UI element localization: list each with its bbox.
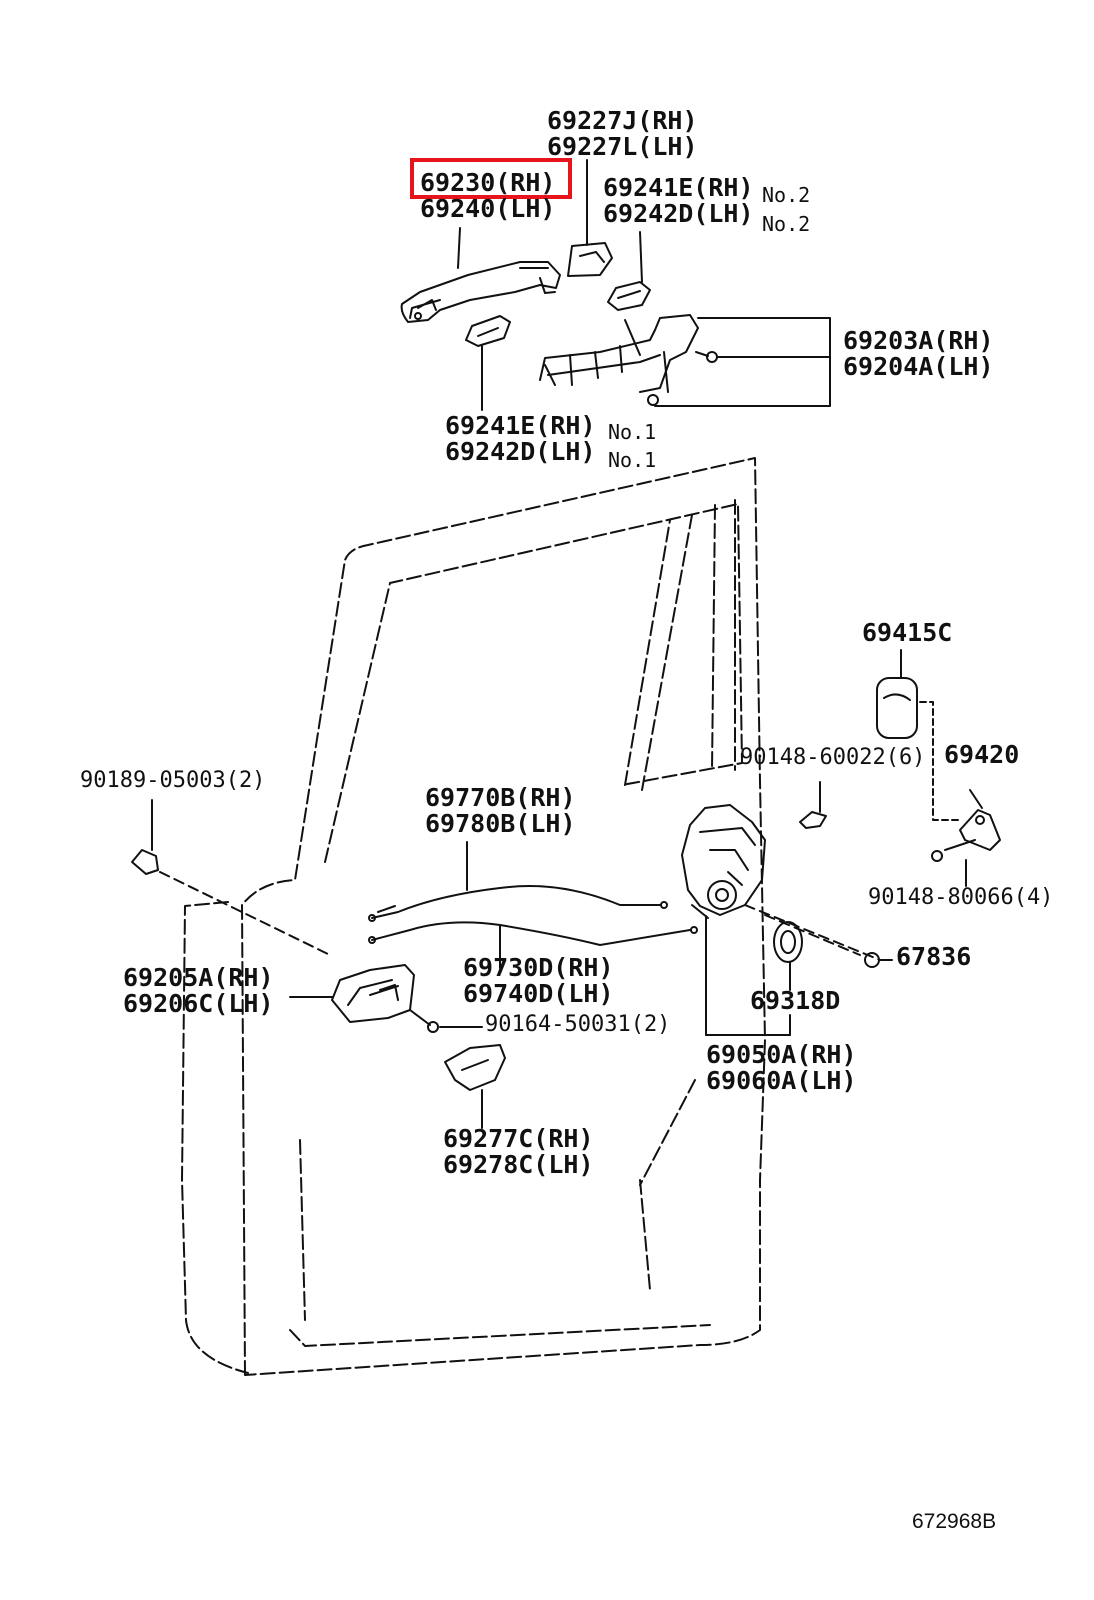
label-line: 69278C(LH) [443,1150,594,1179]
label-line: 69227J(RH) [547,106,698,135]
label-striker-cover: 69415C [862,620,952,646]
striker-cover-drawing [876,649,959,821]
label-door-lock-assembly: 69050A(RH) 69060A(LH) [706,1042,857,1094]
label-line: 69730D(RH) [463,953,614,982]
label-line: 69277C(RH) [443,1124,594,1153]
grommet-drawing [864,952,893,968]
leader-grommet [764,914,861,956]
label-line: 69230(RH) [420,168,556,197]
label-cable-upper: 69770B(RH) 69780B(LH) [425,785,576,837]
highlight-box [410,158,572,199]
label-line: 69415C [862,618,953,647]
handle-screw-drawing [409,1009,483,1033]
outside-handle-drawing [400,227,561,323]
cables-drawing [368,841,698,969]
label-line: 67836 [896,942,972,971]
pad-no1-drawing [465,315,511,411]
bezel-drawing [444,1044,506,1129]
label-line: 69420 [944,740,1020,769]
label-outside-handle: 69230(RH) 69240(LH) [420,170,555,222]
label-line: 69241E(RH) [603,173,754,202]
label-line: 69203A(RH) [843,326,994,355]
label-line: 69740D(LH) [463,979,614,1008]
label-seal: 69318D [750,988,840,1014]
label-clip: 90189-05003(2) [80,768,265,794]
striker-drawing [931,789,1001,887]
label-line: 69770B(RH) [425,783,576,812]
label-line: 69241E(RH) [445,411,596,440]
label-line: 69318D [750,986,841,1015]
label-line: 69050A(RH) [706,1040,857,1069]
pad-no2-drawing [607,231,651,311]
label-line: 69242D(LH) [445,437,596,466]
label-line: 90189-05003(2) [80,768,266,793]
label-pad-no1: 69241E(RH) 69242D(LH) [445,413,596,465]
label-striker: 69420 [944,742,1019,768]
inside-handle-drawing [289,964,415,1023]
label-pad-no1-suffix2: No.1 [608,448,657,472]
label-bezel: 69277C(RH) 69278C(LH) [443,1126,594,1178]
label-line: 69205A(RH) [123,963,274,992]
clip-drawing [131,799,331,956]
label-line: 90148-80066(4) [868,885,1054,910]
label-pad-no2: 69241E(RH) 69242D(LH) [603,175,754,227]
label-line: 90148-60022(6) [740,745,926,770]
label-screw-striker-bottom: 90148-80066(4) [868,885,1053,911]
label-cable-lower: 69730D(RH) 69740D(LH) [463,955,614,1007]
label-handle-screw: 90164-50031(2) [485,1012,670,1038]
label-line: 69240(LH) [420,194,556,223]
label-line: 69242D(LH) [603,199,754,228]
label-pad-no2-suffix2: No.2 [762,212,811,236]
label-line: 69060A(LH) [706,1066,857,1095]
label-grommet: 67836 [896,944,971,970]
label-line: 69206C(LH) [123,989,274,1018]
handle-cover-drawing [567,159,613,277]
handle-frame-drawing [539,314,831,407]
drawing-code: 672968B [912,1510,997,1533]
label-handle-frame: 69203A(RH) 69204A(LH) [843,328,994,380]
label-inside-handle: 69205A(RH) 69206C(LH) [123,965,274,1017]
label-handle-cover: 69227J(RH) 69227L(LH) [547,108,698,160]
label-line: 69204A(LH) [843,352,994,381]
label-line: 90164-50031(2) [485,1012,671,1037]
seal-drawing [773,921,803,991]
label-pad-no2-suffix1: No.2 [762,183,811,207]
label-screw-striker-top: 90148-60022(6) [740,745,925,771]
screw-drawing [799,781,827,829]
label-line: 69227L(LH) [547,132,698,161]
label-line: 69780B(LH) [425,809,576,838]
label-pad-no1-suffix1: No.1 [608,420,657,444]
door-lock-assembly-drawing [681,804,881,1036]
door-outline [181,457,766,1376]
